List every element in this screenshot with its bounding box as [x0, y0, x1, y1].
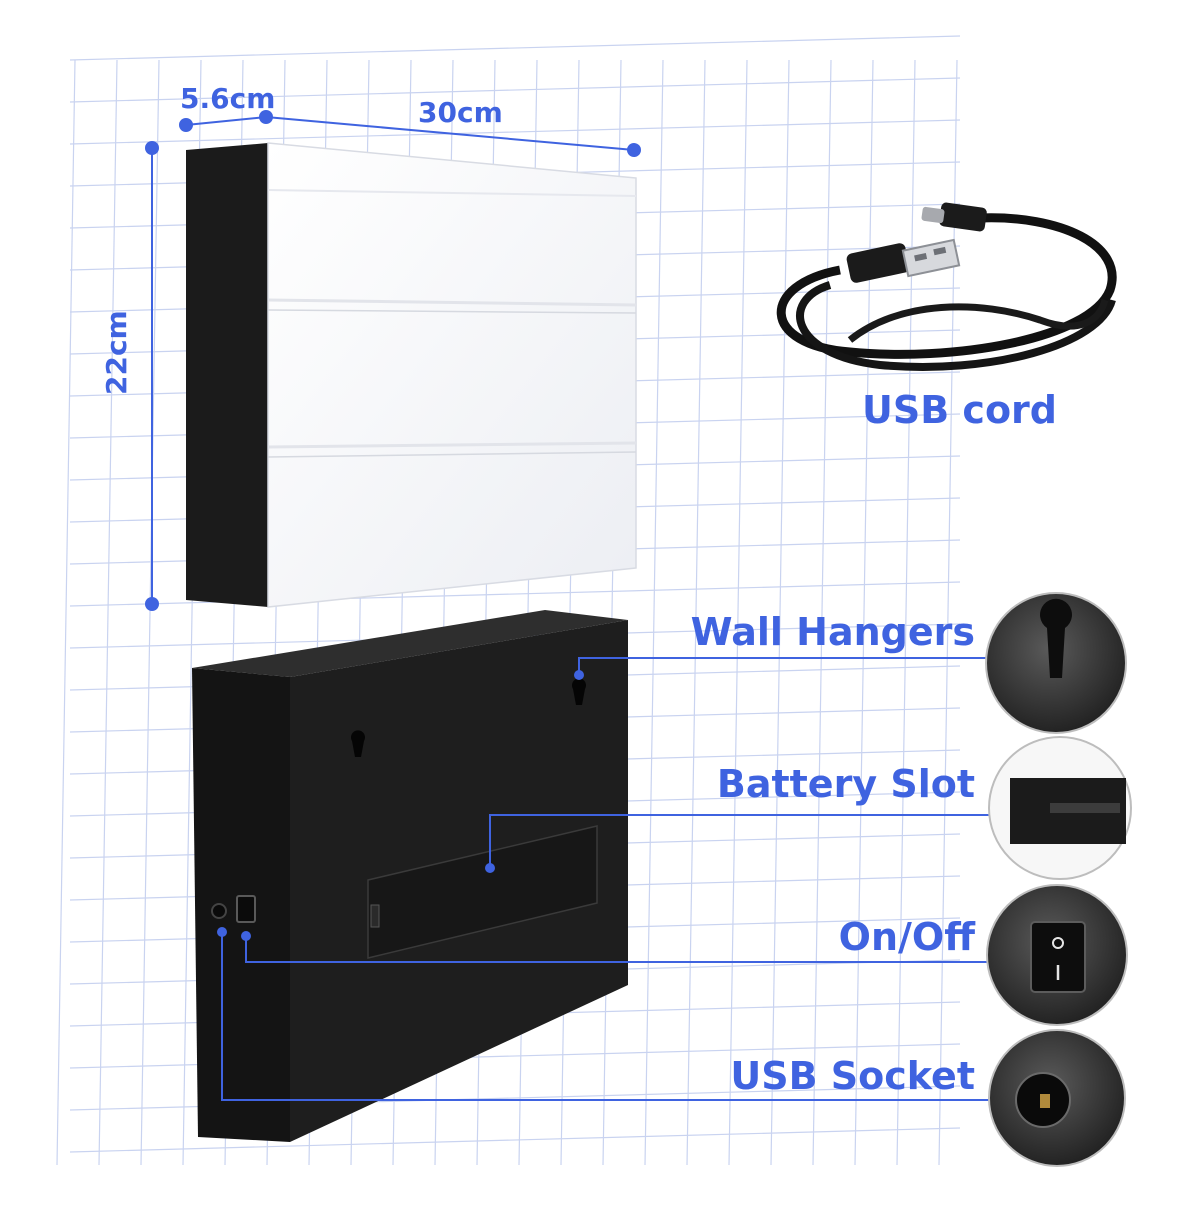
- letter-rail: [267, 451, 637, 458]
- dc-plug: [939, 202, 987, 232]
- height-dimension-label: 22cm: [100, 310, 133, 395]
- wall-hanger-detail: [985, 592, 1127, 734]
- callout-wall-hangers: Wall Hangers: [690, 610, 975, 654]
- back-top-edge: [192, 610, 628, 677]
- grid-line: [69, 119, 961, 145]
- leader-wall-hangers: [578, 657, 1000, 675]
- hanger-hole: [351, 730, 366, 757]
- callout-on-off: On/Off: [838, 915, 975, 959]
- grid-line: [896, 59, 916, 1166]
- grid-line: [644, 59, 664, 1166]
- grid-line: [770, 59, 790, 1166]
- grid-line: [854, 59, 874, 1166]
- dimension-dot: [259, 110, 273, 124]
- usb-plug: [846, 243, 910, 283]
- lightbox-back: [192, 610, 628, 1142]
- dimension-dot: [145, 141, 159, 155]
- grid-line: [728, 59, 748, 1166]
- depth-dimension-label: 5.6cm: [180, 82, 276, 115]
- callout-battery-slot: Battery Slot: [716, 762, 975, 806]
- grid-line: [140, 59, 160, 1166]
- detail-circles: [985, 592, 1132, 1167]
- grid-line: [56, 59, 76, 1166]
- grid-line: [69, 35, 961, 61]
- usb-cord-illustration: [776, 202, 1117, 371]
- hanger-hole: [572, 678, 587, 705]
- usb-socket-port: [211, 903, 227, 919]
- callout-usb-socket: USB Socket: [730, 1054, 975, 1098]
- grid-line: [98, 59, 118, 1166]
- lightbox-side: [186, 143, 268, 607]
- on-off-switch-detail: [986, 884, 1128, 1026]
- dimension-dot: [179, 118, 193, 132]
- leader-lines: [217, 657, 1000, 1101]
- leader-battery-slot: [489, 814, 1000, 868]
- dimension-dot: [627, 143, 641, 157]
- grid-line: [812, 59, 832, 1166]
- letter-rail: [267, 309, 637, 314]
- width-dimension-label: 30cm: [418, 96, 503, 129]
- grid-line: [686, 59, 706, 1166]
- dc-tip: [921, 206, 945, 224]
- dimension-dot: [145, 597, 159, 611]
- battery-slot-detail: [988, 736, 1132, 880]
- grid-line: [69, 77, 961, 103]
- lightbox-panel: [267, 142, 637, 608]
- usb-connector: [901, 238, 961, 278]
- letter-rail: [267, 298, 637, 307]
- battery-cover: [367, 825, 598, 959]
- letter-rail: [267, 189, 637, 197]
- power-switch: [236, 895, 256, 923]
- leader-usb-socket: [221, 932, 1000, 1101]
- dimension-lines: [145, 110, 641, 611]
- usb-socket-detail: [988, 1029, 1126, 1167]
- usb-cord-label: USB cord: [862, 388, 1057, 432]
- lightbox-front: [186, 142, 637, 608]
- battery-latch: [370, 904, 380, 928]
- grid-line: [69, 1127, 961, 1153]
- leader-on-off: [245, 936, 1000, 963]
- letter-rail: [267, 441, 637, 449]
